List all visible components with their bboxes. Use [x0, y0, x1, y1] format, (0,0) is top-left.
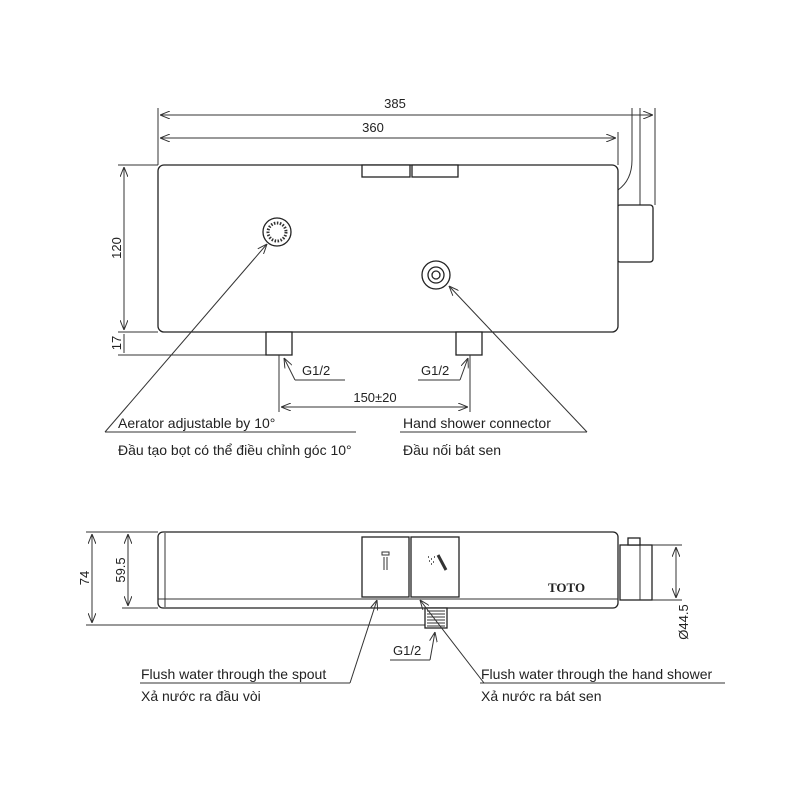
button-top-right	[411, 164, 459, 178]
dim-diameter: Ø44.5	[676, 604, 691, 639]
mixer-body-top	[157, 164, 619, 333]
brand-logo: TOTO	[548, 580, 585, 595]
inlet-left	[265, 331, 293, 356]
spout-label-en: Flush water through the spout	[141, 666, 326, 682]
spout-button	[361, 536, 410, 598]
aerator-label-en: Aerator adjustable by 10°	[118, 415, 275, 431]
hand-shower-button	[410, 536, 460, 598]
spout-label-vi: Xả nước ra đầu vòi	[141, 688, 261, 704]
connector-label-en: Hand shower connector	[403, 415, 551, 431]
top-view: 385 360 120 17 150±2	[104, 96, 656, 458]
dim-overall-width: 385	[384, 96, 406, 111]
thread-label: G1/2	[393, 643, 421, 658]
thread-left-label: G1/2	[302, 363, 330, 378]
dim-height: 120	[109, 237, 124, 259]
hand-shower-icon	[428, 554, 448, 571]
connector-label-vi: Đầu nối bát sen	[403, 442, 501, 458]
dim-spacing: 150±20	[353, 390, 396, 405]
aerator-icon	[262, 217, 292, 247]
handle-cap	[627, 537, 641, 546]
dim-leg: 17	[109, 336, 124, 350]
aerator-label-vi: Đầu tạo bọt có thể điều chỉnh góc 10°	[118, 442, 352, 458]
hand-shower-connector-icon	[421, 260, 451, 290]
dim-body-depth: 59.5	[113, 557, 128, 582]
shower-label-vi: Xả nước ra bát sen	[481, 688, 602, 704]
front-view: 74 59.5 TOTO Ø44.5 G1/2	[77, 531, 725, 704]
handle-knob	[616, 204, 654, 263]
inlet-right	[455, 331, 483, 356]
dim-body-width: 360	[362, 120, 384, 135]
spout-icon	[381, 551, 390, 570]
shower-label-en: Flush water through the hand shower	[481, 666, 712, 682]
button-top-left	[361, 164, 411, 178]
dim-total-depth: 74	[77, 571, 92, 585]
handle-side	[619, 544, 653, 601]
thread-right-label: G1/2	[421, 363, 449, 378]
